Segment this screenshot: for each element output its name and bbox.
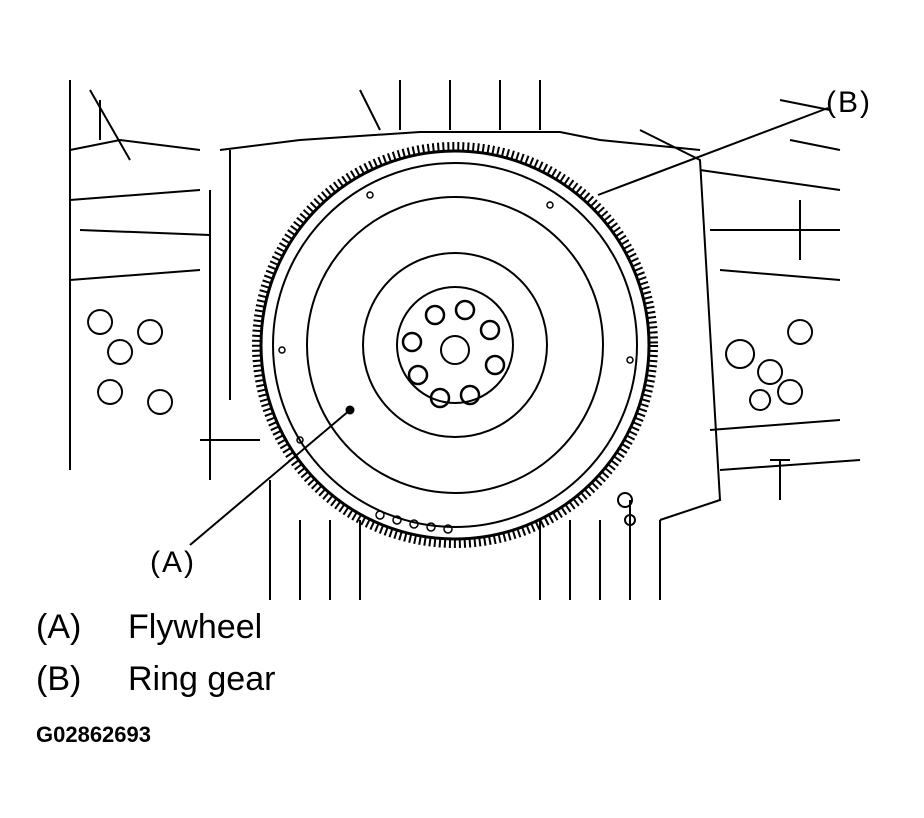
legend-key: (B) <box>36 660 82 698</box>
flywheel-outer-rim <box>272 162 638 528</box>
engine-housing-background <box>69 80 861 600</box>
legend-item-flywheel: (A) Flywheel <box>36 608 262 647</box>
center-pilot <box>440 335 470 365</box>
crank-flange <box>396 286 514 404</box>
figure-id: G02862693 <box>36 722 151 747</box>
legend-label: Flywheel <box>128 608 263 646</box>
flywheel-assembly <box>252 142 658 548</box>
callout-b-label: (B) <box>826 86 872 119</box>
leader-lines <box>189 107 829 546</box>
flywheel-bolts <box>401 299 506 409</box>
legend-key: (A) <box>36 608 82 646</box>
flywheel-diagram <box>69 80 861 600</box>
ring-gear-outer-edge <box>259 149 651 541</box>
dowel-pin-lower <box>624 514 636 526</box>
legend-label: Ring gear <box>128 660 276 698</box>
leader-line-b <box>597 107 829 196</box>
callout-a-label: (A) <box>150 546 196 579</box>
flywheel-inner-rim <box>306 196 604 494</box>
flywheel-hub <box>362 252 548 438</box>
legend-item-ring-gear: (B) Ring gear <box>36 660 275 699</box>
leader-line-a <box>189 409 351 546</box>
ring-gear-teeth <box>252 142 658 548</box>
timing-holes <box>278 191 634 534</box>
dowel-pin <box>617 492 633 508</box>
